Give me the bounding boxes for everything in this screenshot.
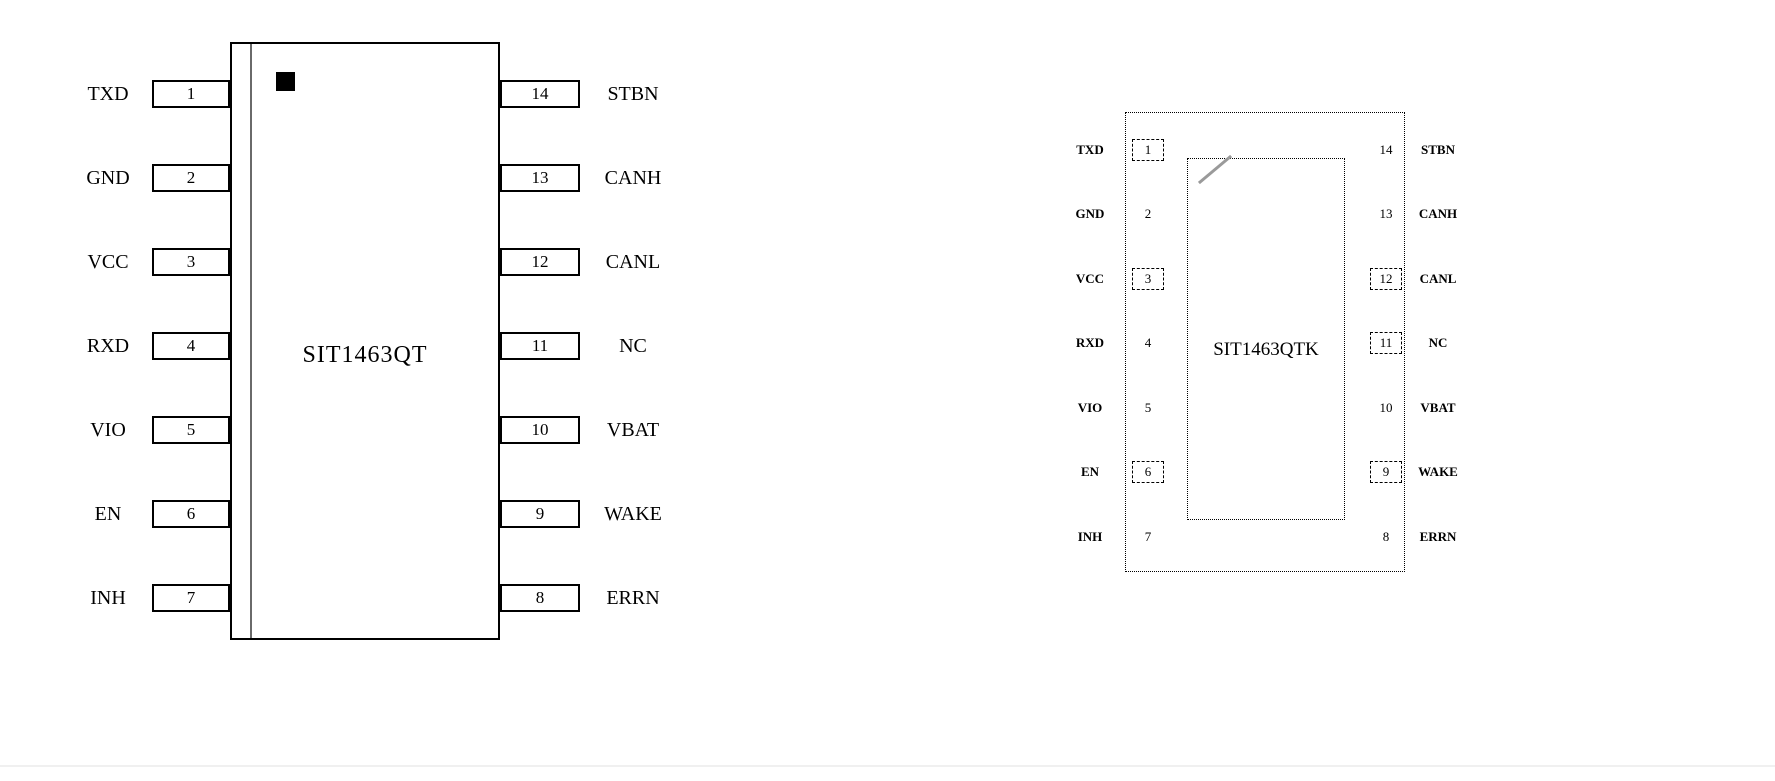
- package-inner-line: [250, 44, 252, 638]
- pin-box: 8: [1370, 526, 1402, 548]
- pin-label: RXD: [86, 335, 130, 357]
- pin-box: 8: [500, 584, 580, 612]
- package-body: SIT1463QT: [230, 42, 500, 640]
- pin-number: 9: [1382, 464, 1390, 479]
- pin-number: 8: [1382, 529, 1390, 544]
- pin-number: 10: [531, 420, 549, 439]
- pin-label: CANL: [1419, 271, 1457, 286]
- pin-box: 6: [152, 500, 230, 528]
- pin-box: 6: [1132, 461, 1164, 483]
- pin-box: 10: [1370, 397, 1402, 419]
- pin-label: CANH: [1418, 206, 1458, 221]
- pin-number: 9: [535, 504, 545, 523]
- pin-label: ERRN: [1419, 529, 1457, 544]
- pin-box: 4: [152, 332, 230, 360]
- pin-box: 13: [500, 164, 580, 192]
- pin-box: 7: [1132, 526, 1164, 548]
- pin-number: 14: [1379, 142, 1393, 157]
- pin-label: VIO: [1077, 400, 1103, 415]
- pin-number: 11: [1379, 335, 1393, 350]
- pin-label: GND: [1075, 206, 1105, 221]
- pin-box: 5: [152, 416, 230, 444]
- pin-label: VBAT: [1420, 400, 1456, 415]
- pin-number: 3: [1144, 271, 1152, 286]
- pin-number: 2: [186, 168, 196, 187]
- pin-number: 12: [1379, 271, 1393, 286]
- pin-label: VCC: [1075, 271, 1105, 286]
- pin-number: 3: [186, 252, 196, 271]
- pin-number: 2: [1144, 206, 1152, 221]
- pin-box: 11: [1370, 332, 1402, 354]
- pin-box: 14: [1370, 139, 1402, 161]
- pin-label: VBAT: [606, 419, 660, 441]
- pin-label: STBN: [607, 83, 659, 105]
- pin-number: 6: [1144, 464, 1152, 479]
- pin-number: 1: [186, 84, 196, 103]
- pin-label: CANL: [605, 251, 661, 273]
- pin-number: 14: [531, 84, 549, 103]
- pin-box: 9: [1370, 461, 1402, 483]
- pin-number: 13: [531, 168, 549, 187]
- pin-number: 11: [531, 336, 549, 355]
- pin-label: NC: [1428, 335, 1448, 350]
- pin-box: 7: [152, 584, 230, 612]
- pin-box: 10: [500, 416, 580, 444]
- pin-label: VCC: [87, 251, 129, 273]
- pin-box: 11: [500, 332, 580, 360]
- bottom-divider-line: [0, 765, 1775, 767]
- pin-label: TXD: [87, 83, 129, 105]
- pin-box: 9: [500, 500, 580, 528]
- pin-number: 5: [186, 420, 196, 439]
- pin-label: STBN: [1421, 142, 1455, 157]
- pin-box: 3: [152, 248, 230, 276]
- pin-label: NC: [619, 335, 647, 357]
- pin-box: 1: [1132, 139, 1164, 161]
- pin-box: 5: [1132, 397, 1164, 419]
- pin-number: 8: [535, 588, 545, 607]
- pin-number: 13: [1379, 206, 1393, 221]
- pin-box: 12: [500, 248, 580, 276]
- pin-number: 4: [186, 336, 196, 355]
- pin-label: EN: [94, 503, 122, 525]
- pin-label: INH: [90, 587, 126, 609]
- pin-box: 12: [1370, 268, 1402, 290]
- pin-number: 4: [1144, 335, 1152, 350]
- pin-label: GND: [86, 167, 130, 189]
- pin-label: WAKE: [1418, 464, 1458, 479]
- pin1-marker-icon: [276, 72, 295, 91]
- pin-box: 2: [152, 164, 230, 192]
- pin-label: VIO: [90, 419, 126, 441]
- pin-box: 13: [1370, 203, 1402, 225]
- pin-number: 1: [1144, 142, 1152, 157]
- pin-number: 7: [186, 588, 196, 607]
- pin-number: 12: [531, 252, 549, 271]
- pin-label: EN: [1080, 464, 1100, 479]
- pin-label: TXD: [1076, 142, 1104, 157]
- pin-label: ERRN: [606, 587, 660, 609]
- pin-box: 1: [152, 80, 230, 108]
- pin-number: 6: [186, 504, 196, 523]
- pin-label: INH: [1077, 529, 1103, 544]
- pin-box: 2: [1132, 203, 1164, 225]
- chip-name: SIT1463QT: [302, 342, 428, 368]
- pin-number: 10: [1379, 400, 1393, 415]
- pin-label: CANH: [604, 167, 662, 189]
- pin-box: 14: [500, 80, 580, 108]
- pin-label: WAKE: [604, 503, 662, 525]
- pin-box: 3: [1132, 268, 1164, 290]
- pin-label: RXD: [1075, 335, 1105, 350]
- pin-box: 4: [1132, 332, 1164, 354]
- exposed-pad-outline-dotted: [1187, 158, 1345, 520]
- chip-name: SIT1463QTK: [1213, 339, 1319, 360]
- pin-number: 7: [1144, 529, 1152, 544]
- pin-number: 5: [1144, 400, 1152, 415]
